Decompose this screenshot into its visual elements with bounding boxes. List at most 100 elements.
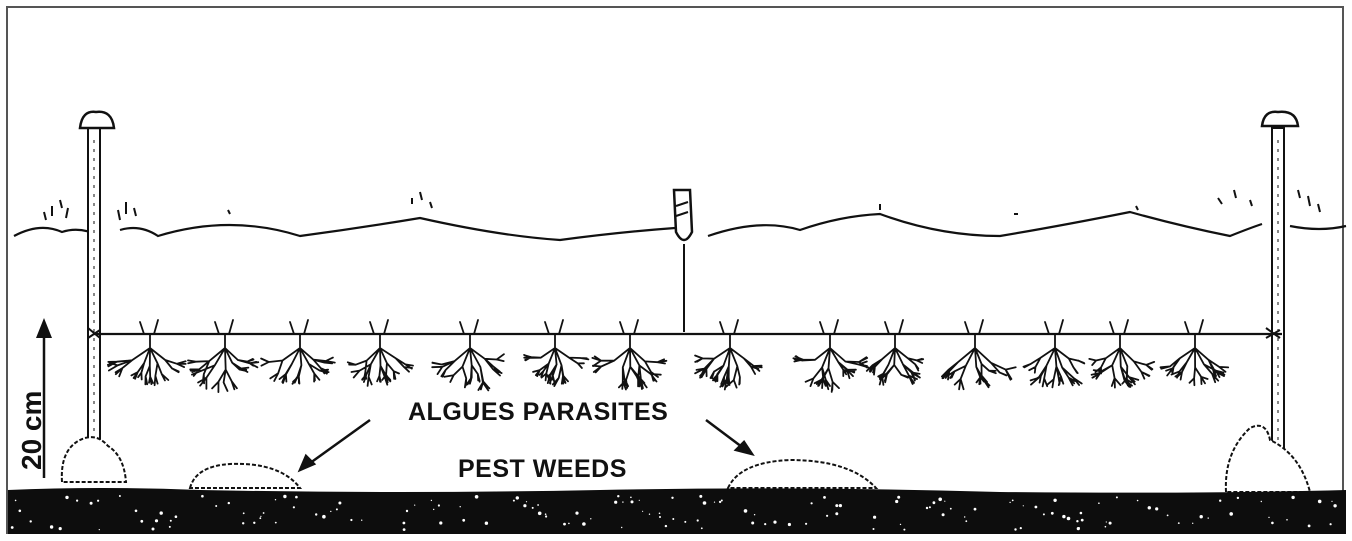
seabed-speck (590, 518, 591, 519)
seabed-speck (1109, 522, 1112, 525)
seabed-speck (672, 518, 674, 520)
seabed-speck (532, 507, 534, 509)
seabed-speck (275, 499, 276, 500)
seabed-speck (19, 510, 22, 513)
seabed-speck (659, 516, 661, 518)
seabed-speck (11, 526, 14, 529)
seaweed-cluster (348, 320, 413, 386)
seabed-speck (295, 496, 298, 499)
seabed-speck (59, 527, 62, 530)
seabed-speck (1020, 527, 1022, 529)
seabed-speck (215, 505, 217, 507)
seabed-speck (964, 516, 965, 517)
seabed-speck (475, 495, 479, 499)
seabed-speck (537, 504, 539, 506)
seabed-speck (253, 522, 255, 524)
seabed-speck (900, 524, 901, 525)
seabed-speck (684, 521, 686, 523)
seabed-speck (65, 496, 68, 499)
seabed-speck (275, 522, 277, 524)
seabed-speck (513, 500, 515, 502)
seabed-speck (1208, 517, 1209, 518)
seabed-speck (719, 501, 721, 503)
seabed-speck (1192, 523, 1193, 524)
seabed-speck (699, 495, 702, 498)
seaweed-cluster (695, 320, 762, 390)
pest-weed-clumps (62, 426, 1310, 492)
seabed-speck (835, 504, 838, 507)
seabed-speck (1137, 500, 1139, 502)
seabed-speck (263, 512, 265, 514)
seaweed-cluster (261, 320, 335, 384)
seabed-speck (938, 498, 942, 502)
seabed-speck (119, 495, 121, 497)
seabed-speck (703, 501, 707, 505)
seabed-speck (1330, 523, 1332, 525)
seaweed-cluster (108, 320, 186, 385)
seabed-speck (617, 495, 619, 497)
seabed-speck (942, 513, 945, 516)
seabed-speck (283, 495, 286, 498)
seabed-speck (649, 514, 650, 515)
seabed-speck (701, 527, 703, 529)
seabed-speck (974, 508, 977, 511)
seabed-speck (1318, 500, 1322, 504)
seabed-speck (1286, 519, 1288, 521)
seabed-speck (582, 522, 586, 526)
seabed-speck (659, 513, 661, 515)
seabed-speck (1076, 520, 1078, 522)
seabed-speck (575, 511, 578, 514)
seabed-speck (1012, 500, 1014, 502)
seaweed-clusters (108, 320, 1228, 392)
right-stake (1262, 112, 1298, 468)
seabed-speck (15, 500, 17, 502)
seabed-speck (1106, 521, 1107, 522)
seabed (8, 488, 1346, 534)
seabed-speck (1178, 522, 1180, 524)
seabed-speck (788, 523, 791, 526)
seabed-speck (744, 509, 748, 513)
seabed-speck (895, 500, 898, 503)
seabed-speck (175, 515, 178, 518)
seabed-speck (259, 517, 261, 519)
seabed-speck (338, 502, 341, 505)
seabed-speck (933, 501, 936, 504)
seabed-speck (97, 500, 99, 502)
seabed-speck (403, 522, 406, 525)
seabed-speck (76, 500, 78, 502)
seabed-speck (201, 495, 204, 498)
scale-label: 20 cm (16, 391, 48, 470)
seaweed-cluster (1161, 320, 1229, 385)
seabed-speck (243, 512, 245, 514)
seabed-speck (1077, 527, 1080, 530)
seabed-speck (1200, 515, 1203, 518)
seabed-speck (903, 529, 905, 531)
seabed-speck (1014, 528, 1016, 530)
seabed-speck (260, 516, 261, 517)
seabed-speck (1219, 500, 1221, 502)
seabed-speck (460, 506, 461, 507)
seabed-speck (1098, 502, 1100, 504)
seabed-speck (545, 515, 547, 517)
seabed-speck (433, 509, 434, 510)
seabed-speck (169, 526, 171, 528)
seabed-speck (140, 520, 143, 523)
seabed-speck (350, 519, 352, 521)
seabed-speck (438, 504, 440, 506)
seabed-speck (839, 504, 842, 507)
seaweed-cluster (1024, 320, 1085, 387)
seabed-speck (406, 510, 408, 512)
seabed-speck (516, 496, 519, 499)
seabed-speck (1051, 512, 1054, 515)
seaweed-cluster (867, 320, 923, 385)
seabed-speck (1167, 515, 1169, 517)
seabed-speck (965, 520, 967, 522)
seabed-speck (526, 501, 527, 502)
seabed-speck (1067, 517, 1071, 521)
seabed-speck (929, 506, 931, 508)
seaweed-cluster (942, 320, 1016, 389)
seabed-speck (414, 505, 415, 506)
seabed-speck (1035, 506, 1038, 509)
left-stake (80, 112, 114, 458)
seabed-speck (805, 523, 807, 525)
